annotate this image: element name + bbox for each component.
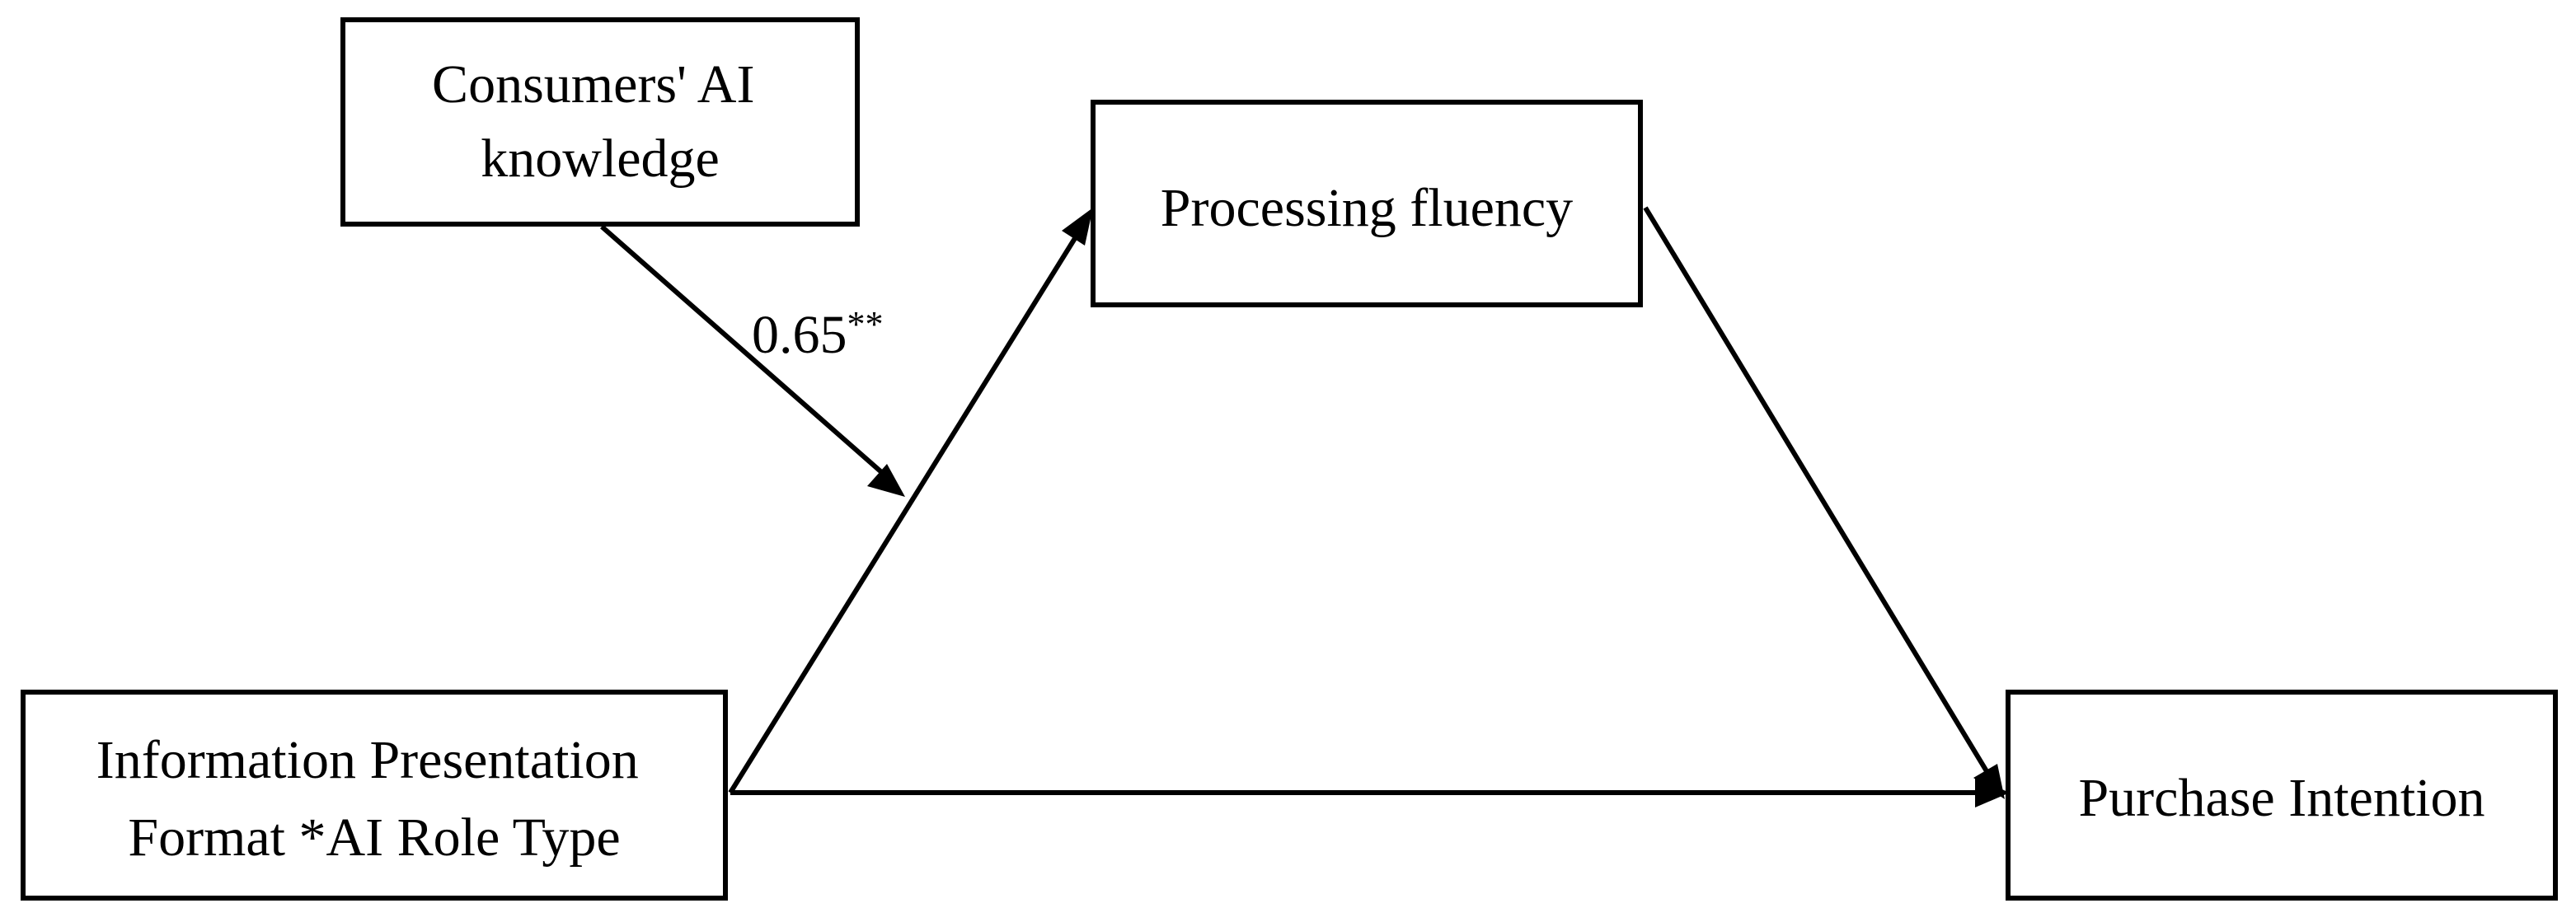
independent-box: [21, 690, 728, 901]
b-path-arrow: [1643, 206, 1989, 773]
moderator-label-line-1: Consumers' AI: [432, 54, 754, 115]
node-moderator: Consumers' AI knowledge: [340, 17, 860, 227]
moderation-arrow: [600, 224, 888, 479]
node-mediator: Processing fluency: [1091, 100, 1643, 307]
moderation-arrowhead: [867, 464, 905, 497]
a-path-arrow: [728, 234, 1079, 794]
edges: 0.65**: [600, 206, 2010, 807]
independent-label: Information Presentation Format *AI Role…: [96, 730, 653, 868]
mediator-label-line-1: Processing fluency: [1161, 178, 1573, 238]
outcome-box: [2006, 690, 2558, 901]
moderator-box: [340, 17, 860, 227]
mediator-box: [1091, 100, 1643, 307]
significance-stars: **: [847, 304, 884, 344]
mediator-label: Processing fluency: [1161, 178, 1573, 238]
moderation-coefficient-label: 0.65**: [752, 304, 884, 365]
outcome-label-line-1: Purchase Intention: [2078, 768, 2485, 828]
coefficient-value: 0.65: [752, 305, 847, 365]
moderator-label-line-2: knowledge: [481, 129, 720, 189]
independent-label-line-1: Information Presentation: [96, 730, 639, 790]
direct-path-arrowhead: [1975, 778, 2010, 807]
node-outcome: Purchase Intention: [2006, 690, 2558, 901]
a-path-arrowhead: [1062, 208, 1093, 246]
outcome-label: Purchase Intention: [2078, 768, 2485, 828]
moderator-label: Consumers' AI knowledge: [432, 54, 768, 189]
node-independent: Information Presentation Format *AI Role…: [21, 690, 728, 901]
independent-label-line-2: Format *AI Role Type: [128, 807, 620, 868]
